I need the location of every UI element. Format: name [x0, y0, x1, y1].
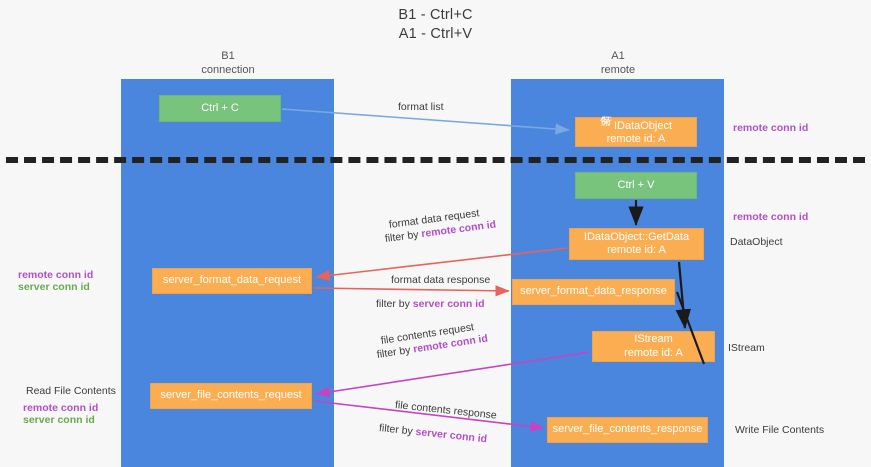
node-ctrl-v-label: Ctrl + V — [617, 178, 655, 191]
column-header-a1-role: remote — [600, 63, 636, 76]
node-idataobject-remote-id: remote id: A — [606, 133, 666, 145]
side-label-remote-conn-id-mid: remote conn id — [733, 211, 809, 223]
node-server-format-data-response-label: server_format_data_response — [520, 285, 667, 298]
edge-label-filter-by-server-conn-id-2: filter by server conn id — [378, 422, 487, 446]
node-server-file-contents-response-label: server_file_contents_response — [552, 423, 703, 436]
column-header-b1-role: connection — [201, 63, 255, 76]
page-title: B1 - Ctrl+C A1 - Ctrl+V — [0, 6, 871, 44]
node-server-file-contents-response[interactable]: server_file_contents_response — [547, 417, 708, 443]
side-label-istream: IStream — [728, 342, 765, 354]
node-getdata-remote-id: remote id: A — [607, 244, 666, 256]
node-server-format-data-request[interactable]: server_format_data_request — [152, 268, 312, 294]
server-conn-id-text-2: server conn id — [414, 425, 488, 446]
side-label-read-file-contents: Read File Contents — [26, 385, 116, 397]
node-ctrl-v[interactable]: Ctrl + V — [575, 172, 697, 199]
node-ctrl-c-label: Ctrl + C — [201, 101, 239, 114]
side-label-left-remote-conn-id-2: remote conn id — [23, 402, 99, 414]
side-label-left-server-conn-id-2: server conn id — [23, 414, 95, 426]
title-line-2: A1 - Ctrl+V — [398, 26, 473, 42]
overlap-glyph-a: 保 — [599, 116, 610, 128]
overlap-glyph-b: 行 — [601, 116, 612, 128]
server-conn-id-text-1: server conn id — [412, 298, 485, 310]
filter-by-text-2: filter by — [376, 298, 413, 310]
side-label-left-remote-conn-id-1: remote conn id — [18, 269, 94, 281]
side-label-write-file-contents: Write File Contents — [735, 424, 825, 436]
column-header-a1-name: A1 — [611, 50, 625, 62]
node-istream-title: IStream — [634, 333, 673, 345]
node-getdata-title: IDataObject::GetData — [583, 230, 690, 243]
filter-by-text-4: filter by — [378, 422, 417, 438]
node-server-format-data-request-label: server_format_data_request — [162, 274, 302, 287]
side-label-dataobject: DataObject — [730, 236, 783, 248]
section-divider — [6, 157, 865, 163]
node-ctrl-c[interactable]: Ctrl + C — [159, 95, 281, 122]
overlapping-glyph-prefix: 保行 — [599, 116, 614, 130]
node-server-file-contents-request[interactable]: server_file_contents_request — [150, 383, 312, 409]
node-istream[interactable]: IStream remote id: A — [592, 331, 715, 362]
node-istream-remote-id: remote id: A — [624, 346, 683, 359]
side-label-left-server-conn-id-1: server conn id — [18, 281, 90, 293]
edge-label-format-list: format list — [398, 101, 444, 113]
column-header-a1: A1 remote — [508, 50, 728, 77]
edge-label-filter-by-server-conn-id-1: filter by server conn id — [376, 298, 485, 311]
edge-label-file-contents-response: file contents response — [394, 399, 498, 422]
node-idataobject-getdata[interactable]: IDataObject::GetData remote id: A — [569, 228, 704, 260]
side-label-remote-conn-id-top: remote conn id — [733, 122, 809, 134]
title-line-1: B1 - Ctrl+C — [398, 7, 473, 23]
node-idataobject-name: IDataObject — [613, 119, 673, 132]
edge-label-format-data-response: format data response — [391, 274, 491, 286]
node-server-format-data-response[interactable]: server_format_data_response — [512, 279, 675, 305]
column-header-b1-name: B1 — [221, 50, 235, 62]
column-header-b1: B1 connection — [118, 50, 338, 77]
node-server-file-contents-request-label: server_file_contents_request — [160, 389, 302, 402]
